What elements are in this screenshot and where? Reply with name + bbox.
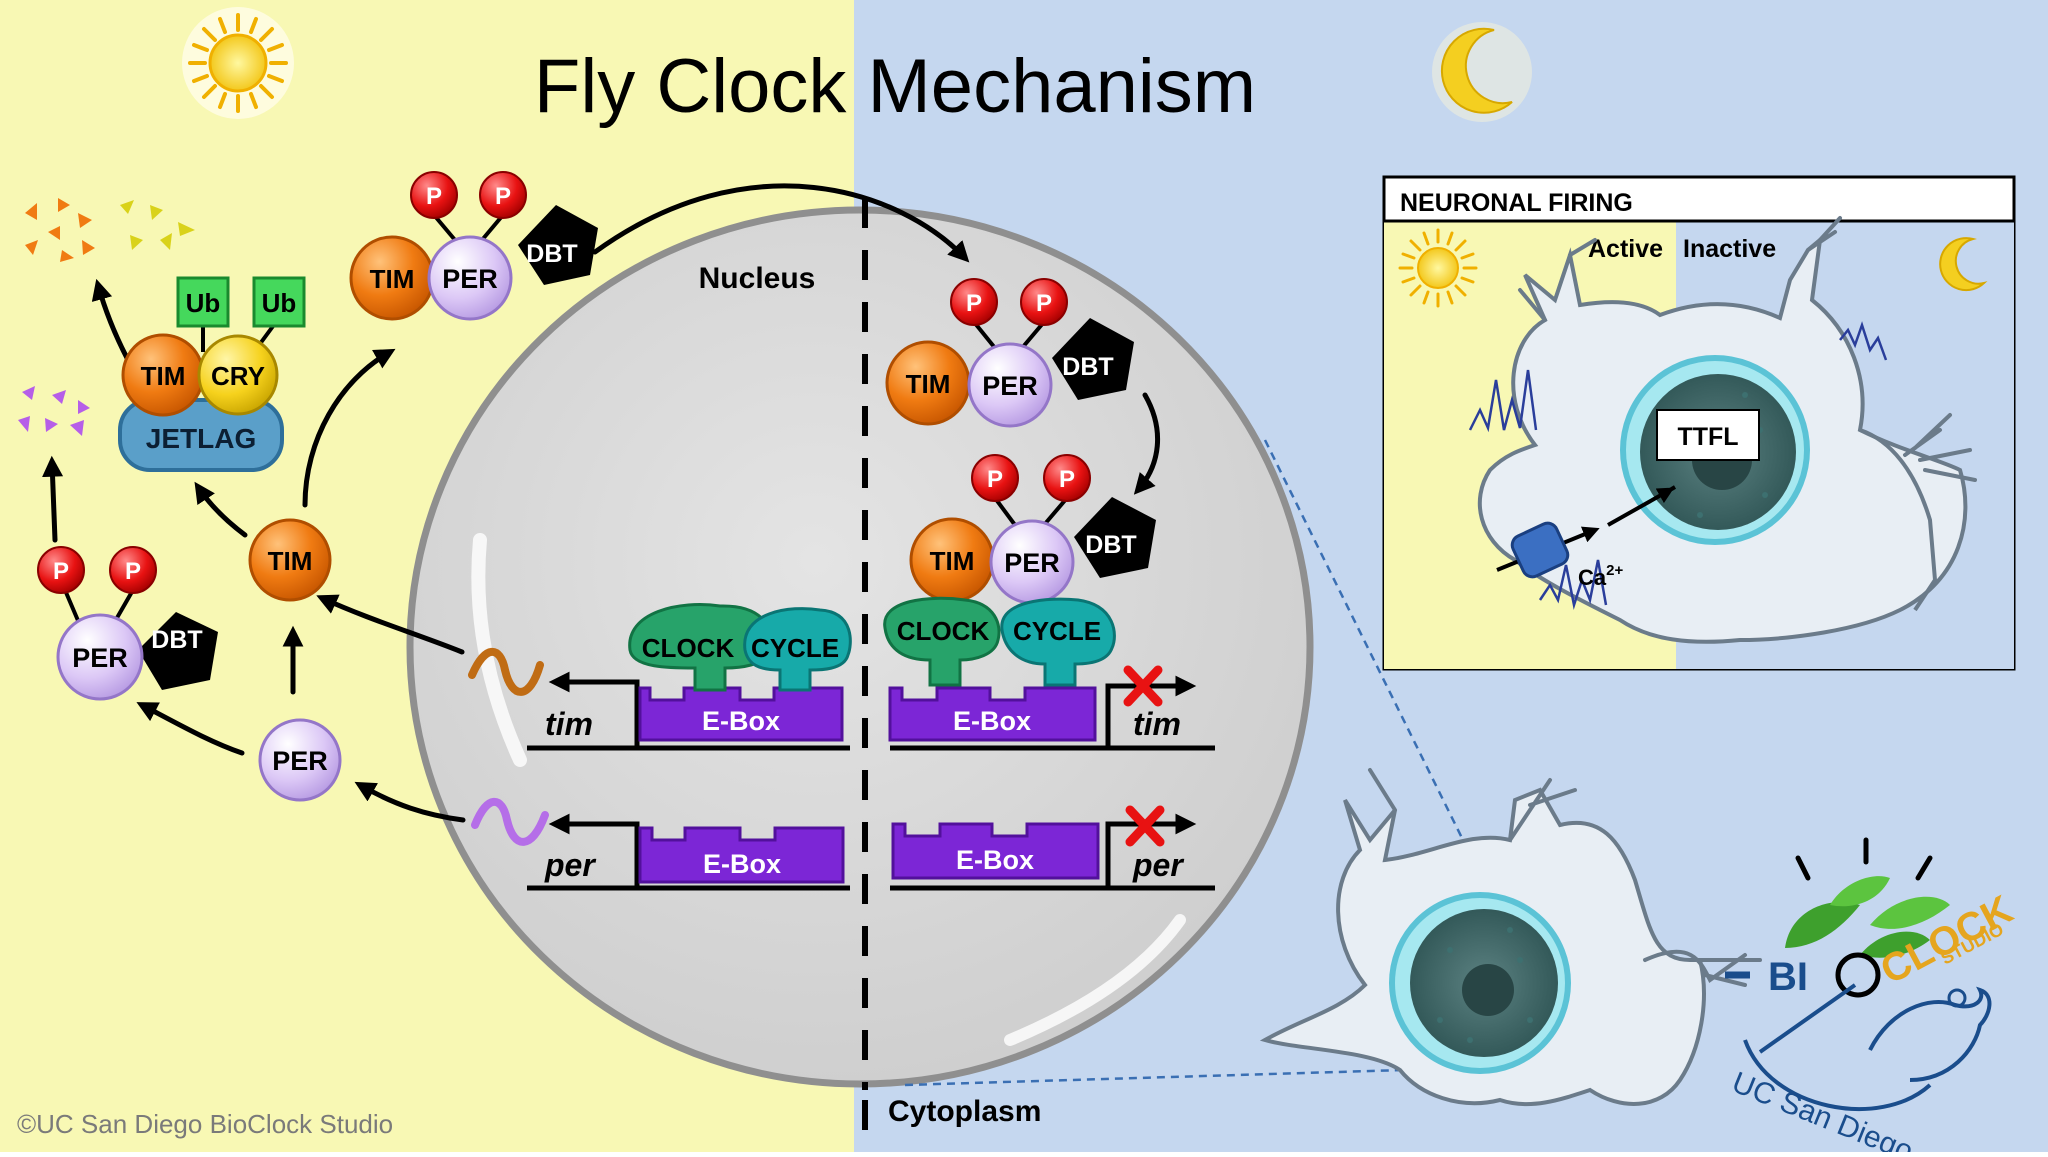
svg-text:P: P (426, 183, 442, 210)
svg-text:E-Box: E-Box (953, 706, 1031, 736)
calcium-channel (1510, 521, 1570, 579)
nucleus: Nucleus (406, 206, 1314, 1088)
arrow-jetlag-degradation (91, 278, 131, 363)
svg-text:TIM: TIM (141, 361, 186, 391)
calcium-label: Ca2+ (1578, 562, 1623, 590)
logo-bi: BI (1768, 955, 1808, 999)
cry-protein: CRY (197, 334, 279, 416)
degradation-fragments-purple (18, 386, 90, 436)
ebox-tim-night (888, 686, 1097, 742)
per-protein-free: PER (258, 718, 342, 802)
svg-text:TIM: TIM (930, 546, 975, 576)
svg-text:E-Box: E-Box (703, 849, 781, 879)
cycle-protein-night (1000, 597, 1116, 687)
arrow-per-to-dbt-complex (136, 702, 245, 756)
jetlag-protein: JETLAG (118, 398, 284, 472)
svg-text:CLOCK: CLOCK (897, 616, 990, 646)
svg-text:Ub: Ub (186, 288, 221, 318)
ebox-per-night (891, 822, 1100, 880)
inset-title: NEURONAL FIRING (1400, 189, 1633, 217)
arrow-tim-to-jetlag (194, 481, 248, 538)
arrow-complex-to-promoter (1133, 392, 1161, 495)
arrow-per-degradation (42, 455, 64, 543)
svg-text:TIM: TIM (268, 546, 313, 576)
page-title: Fly Clock Mechanism (534, 44, 1256, 129)
tim-locus-day: tim E-Box CLOCK CYCLE (468, 603, 852, 751)
inset-sun-icon (1398, 228, 1478, 308)
clock-protein-night (883, 596, 1001, 687)
tim-per-dbt-complex-top: P P DBT TIM PER (349, 171, 598, 321)
sun-icon (182, 7, 294, 119)
inactive-label: Inactive (1683, 235, 1776, 263)
per-gene-label-day: per (544, 847, 596, 883)
svg-text:P: P (1036, 290, 1052, 317)
per-gene-label-night: per (1132, 847, 1184, 883)
ub-tag-1: Ub (176, 276, 230, 352)
arrow-per-mrna-to-protein (354, 781, 466, 823)
svg-text:P: P (53, 558, 69, 585)
tim-per-dbt-complex-night-2: P P DBT TIM PER (909, 454, 1156, 605)
svg-text:P: P (987, 466, 1003, 493)
neuron-illustration (1259, 768, 1762, 1107)
svg-text:PER: PER (982, 371, 1038, 401)
svg-text:DBT: DBT (1062, 353, 1113, 381)
moon-icon (1432, 22, 1532, 122)
ebox-tim-day (638, 686, 844, 742)
svg-text:CLOCK: CLOCK (642, 633, 735, 663)
svg-text:P: P (125, 558, 141, 585)
degradation-fragments-orange (25, 198, 95, 262)
ttfl-box (1656, 409, 1760, 461)
blocked-x-per (1125, 805, 1165, 847)
svg-text:E-Box: E-Box (702, 706, 780, 736)
svg-text:E-Box: E-Box (956, 845, 1034, 875)
blocked-x-tim (1123, 665, 1163, 707)
tim-protein-free: TIM (248, 518, 332, 602)
tim-mrna (468, 647, 544, 696)
arrow-tim-to-complex (302, 348, 396, 508)
per-dbt-complex-left: P P DBT PER (37, 546, 218, 701)
svg-text:TIM: TIM (370, 264, 415, 294)
copyright-text: ©UC San Diego BioClock Studio (17, 1109, 393, 1139)
svg-text:P: P (1059, 466, 1075, 493)
cycle-protein-day (743, 607, 852, 692)
tim-gene-label-night: tim (1133, 706, 1181, 742)
per-locus-day: per E-Box (471, 797, 850, 891)
svg-text:CYCLE: CYCLE (751, 633, 839, 663)
tim-gene-label-day: tim (545, 706, 593, 742)
neuronal-firing-inset: NEURONAL FIRING Active Inactive (1382, 175, 2016, 671)
logo-o-clockface (1835, 952, 1881, 998)
svg-text:DBT: DBT (526, 240, 577, 268)
per-mrna (471, 797, 549, 846)
svg-text:P: P (495, 183, 511, 210)
per-locus-night: per E-Box (890, 805, 1215, 891)
ttfl-label: TTFL (1677, 423, 1738, 451)
nucleus-label: Nucleus (699, 262, 816, 295)
svg-text:TIM: TIM (906, 369, 951, 399)
svg-text:PER: PER (1004, 548, 1060, 578)
svg-text:PER: PER (72, 643, 128, 673)
svg-text:JETLAG: JETLAG (146, 423, 256, 454)
svg-text:CYCLE: CYCLE (1013, 616, 1101, 646)
svg-text:P: P (966, 290, 982, 317)
tim-protein-jetlag: TIM (121, 333, 205, 417)
ebox-per-day (638, 826, 845, 884)
degradation-fragments-yellow (120, 200, 195, 250)
svg-text:CRY: CRY (211, 361, 265, 391)
svg-text:PER: PER (272, 746, 328, 776)
cytoplasm-label: Cytoplasm (888, 1095, 1041, 1128)
active-label: Active (1588, 235, 1663, 263)
arrow-tim-mrna-to-protein (316, 594, 465, 655)
svg-text:Ub: Ub (262, 288, 297, 318)
svg-text:PER: PER (442, 264, 498, 294)
inset-moon-icon (1939, 237, 1988, 292)
zoom-lines (904, 439, 1512, 1087)
tim-per-dbt-complex-night-1: P P DBT TIM PER (885, 278, 1134, 428)
svg-text:DBT: DBT (1085, 531, 1136, 559)
ub-tag-2: Ub (252, 276, 306, 354)
tim-locus-night: tim E-Box CLOCK CYCLE (883, 596, 1215, 751)
svg-text:DBT: DBT (151, 626, 202, 654)
arrow-import-nucleus (592, 183, 970, 263)
